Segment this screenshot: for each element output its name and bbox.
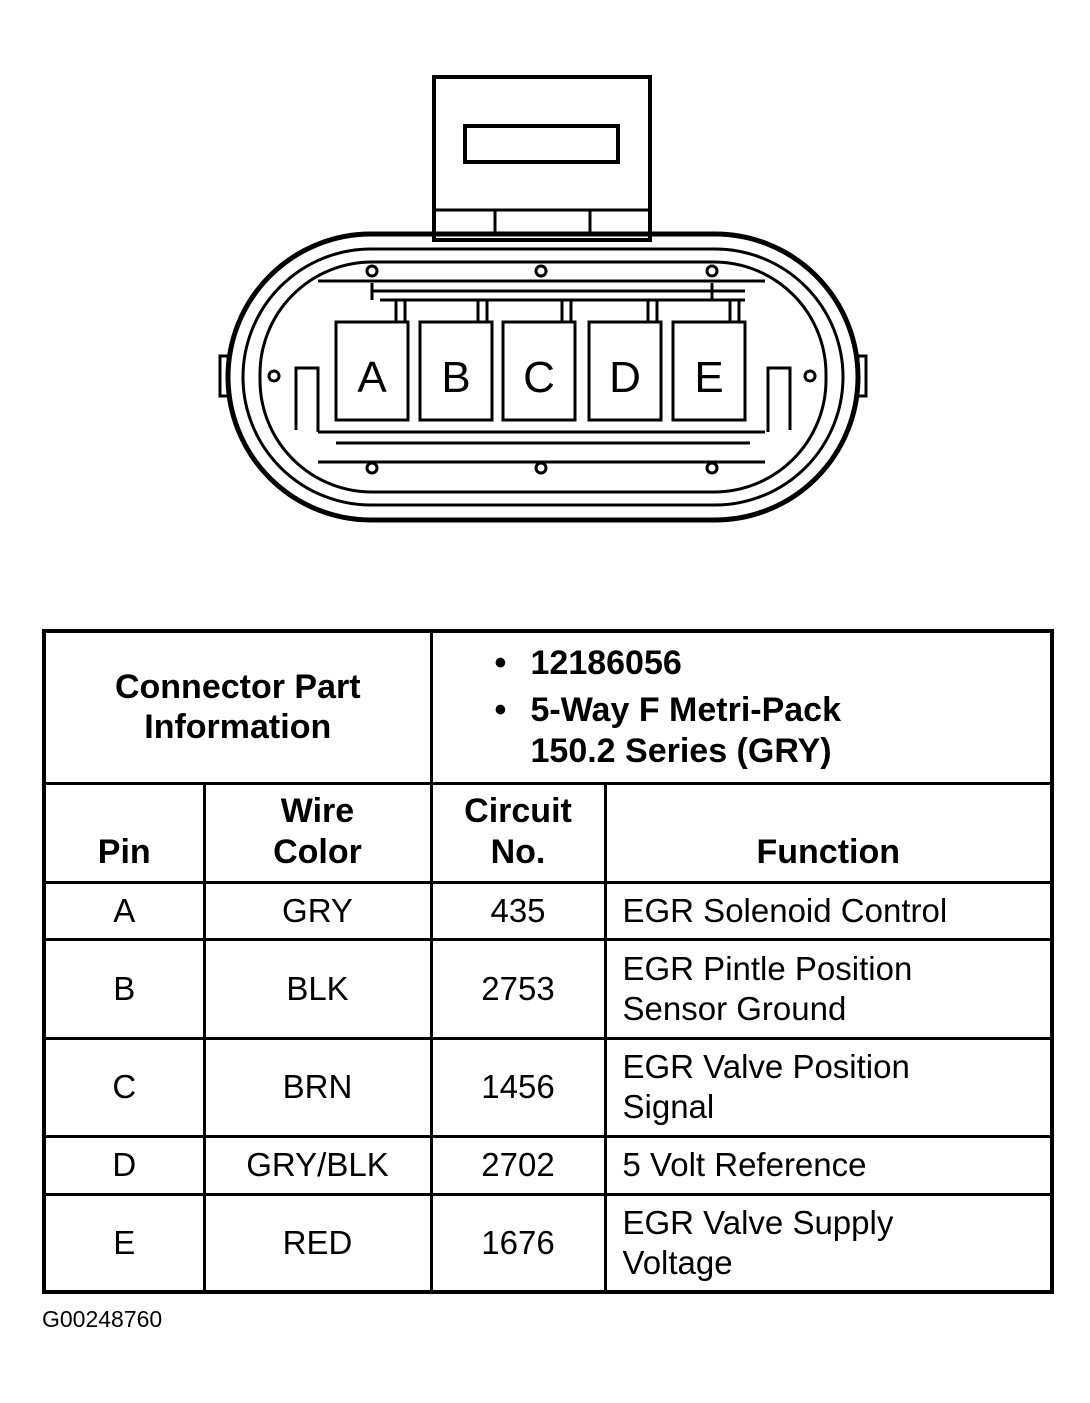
cell-wire-color: RED [202, 1192, 433, 1294]
cell-wire-color: BLK [202, 937, 433, 1040]
table-row: C BRN 1456 EGR Valve Position Signal [42, 1036, 1054, 1138]
table-row: D GRY/BLK 2702 5 Volt Reference [42, 1134, 1054, 1196]
cell-pin: B [42, 937, 206, 1040]
cell-circuit: 435 [429, 880, 607, 941]
pin-label-a: A [357, 353, 387, 402]
cell-function: EGR Solenoid Control [603, 880, 1054, 941]
pin-cavity-d [587, 320, 663, 422]
cell-pin: A [42, 880, 206, 941]
header-wire-color: Wire Color [202, 781, 433, 884]
cell-circuit: 2702 [429, 1134, 607, 1196]
connector-face-drawing: A B C D E [218, 75, 868, 523]
header-circuit-no: Circuit No. [429, 781, 607, 884]
pin-cavity-b [418, 320, 494, 422]
cell-circuit: 1676 [429, 1192, 607, 1294]
cell-wire-color: GRY/BLK [202, 1134, 433, 1196]
pin-label-c: C [523, 353, 555, 402]
header-function: Function [603, 781, 1054, 884]
cell-wire-color: BRN [202, 1036, 433, 1138]
cell-wire-color: GRY [202, 880, 433, 941]
pin-cavity-a [334, 320, 410, 422]
table-header-row: Pin Wire Color Circuit No. Function [42, 781, 1054, 884]
cell-pin: D [42, 1134, 206, 1196]
pinout-table: Connector Part Information 12186056 5-Wa… [42, 629, 1054, 1294]
header-pin: Pin [42, 781, 206, 884]
pin-cavity-c [501, 320, 577, 422]
cell-function: EGR Pintle Position Sensor Ground [603, 937, 1054, 1040]
figure-id: G00248760 [42, 1306, 163, 1332]
table-row: B BLK 2753 EGR Pintle Position Sensor Gr… [42, 937, 1054, 1040]
table-row: A GRY 435 EGR Solenoid Control [42, 880, 1054, 941]
cell-pin: C [42, 1036, 206, 1138]
cell-pin: E [42, 1192, 206, 1294]
connector-housing [218, 231, 868, 523]
table-row: E RED 1676 EGR Valve Supply Voltage [42, 1192, 1054, 1294]
pin-label-b: B [441, 353, 470, 402]
connector-info-row: Connector Part Information 12186056 5-Wa… [42, 629, 1054, 785]
cell-circuit: 2753 [429, 937, 607, 1040]
pin-cavity-e [671, 320, 747, 422]
pin-cavities [334, 320, 747, 422]
cell-function: EGR Valve Supply Voltage [603, 1192, 1054, 1294]
connector-series: 5-Way F Metri-Pack 150.2 Series (GRY) [495, 690, 891, 772]
part-number: 12186056 [495, 643, 1051, 684]
locking-tab [432, 75, 652, 242]
cell-function: 5 Volt Reference [603, 1134, 1054, 1196]
connector-info-label: Connector Part Information [42, 629, 433, 785]
connector-info-list: 12186056 5-Way F Metri-Pack 150.2 Series… [429, 629, 1054, 785]
pin-label-d: D [609, 353, 641, 402]
terminal-rails [294, 264, 792, 475]
pin-label-e: E [694, 353, 723, 402]
cell-function: EGR Valve Position Signal [603, 1036, 1054, 1138]
cell-circuit: 1456 [429, 1036, 607, 1138]
